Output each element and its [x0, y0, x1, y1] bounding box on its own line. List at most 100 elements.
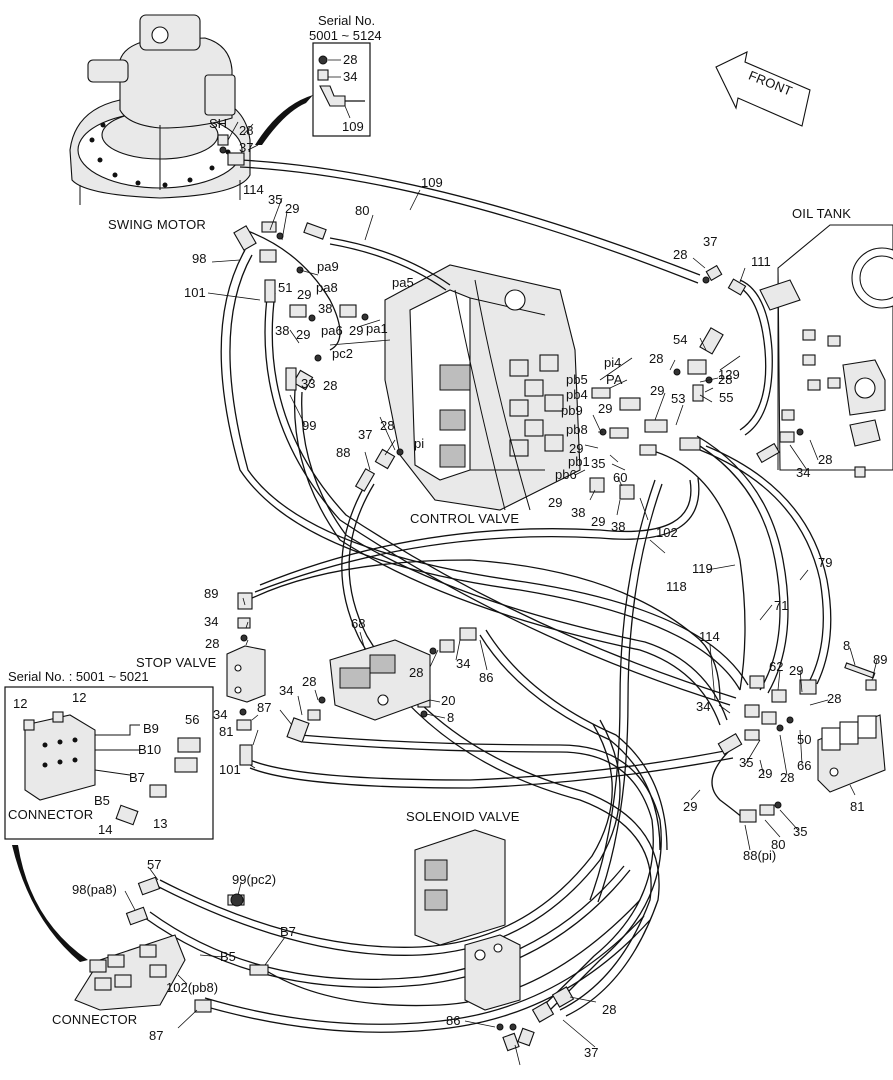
part-label: SH — [209, 116, 227, 131]
part-label: 87 — [149, 1028, 163, 1043]
part-label: 81 — [850, 799, 864, 814]
part-label: 28 — [323, 378, 337, 393]
part-label: 99 — [302, 418, 316, 433]
part-label: 66 — [797, 758, 811, 773]
part-label: 28 — [718, 372, 732, 387]
part-label: pa9 — [317, 259, 339, 274]
part-labels: SH 28 37 109 114 35 29 80 98 101 51 pa9 … — [72, 116, 887, 1060]
part-label: 29 — [591, 514, 605, 529]
front-arrow: FRONT — [715, 51, 811, 127]
part-label: 20 — [441, 693, 455, 708]
part-label: 101 — [219, 762, 241, 777]
part-label: pi4 — [604, 355, 621, 370]
serial-top-title-1: Serial No. — [318, 13, 375, 28]
part-label: 29 — [569, 441, 583, 456]
part-label: pb8 — [566, 422, 588, 437]
part-label: 114 — [699, 629, 720, 644]
part-label: 35 — [793, 824, 807, 839]
part-label: pb4 — [566, 387, 588, 402]
part-label: 62 — [769, 659, 783, 674]
part-label: 87 — [257, 700, 271, 715]
part-label: 51 — [278, 280, 292, 295]
serial-left-b10: B10 — [138, 742, 161, 757]
stop-valve-label: STOP VALVE — [136, 655, 217, 670]
part-label: 29 — [683, 799, 697, 814]
serial-left-b7: B7 — [129, 770, 145, 785]
part-label: 88 — [336, 445, 350, 460]
part-label: 28 — [780, 770, 794, 785]
part-label: 88(pi) — [743, 848, 776, 863]
oil-tank — [759, 224, 893, 478]
part-label: 102(pb8) — [166, 980, 218, 995]
part-label: 38 — [611, 519, 625, 534]
leader-lines — [124, 121, 878, 1066]
part-label: pb6 — [555, 467, 577, 482]
part-label: 89 — [873, 652, 887, 667]
valve-68 — [329, 639, 431, 721]
part-label: 29 — [296, 327, 310, 342]
part-label: 28 — [673, 247, 687, 262]
connector-bottom — [74, 934, 186, 1011]
part-label: 60 — [613, 470, 627, 485]
serial-top-label-109: 109 — [342, 119, 364, 134]
part-label: 38 — [318, 301, 332, 316]
serial-left-14: 14 — [98, 822, 112, 837]
part-label: pc2 — [332, 346, 353, 361]
part-label: pa6 — [321, 323, 343, 338]
part-label: 79 — [818, 555, 832, 570]
part-label: PA — [606, 372, 623, 387]
oil-tank-label: OIL TANK — [792, 206, 851, 221]
part-label: 37 — [703, 234, 717, 249]
serial-left-12a: 12 — [13, 696, 27, 711]
connector-bottom-label: CONNECTOR — [52, 1012, 137, 1027]
serial-box-top: Serial No. 5001 ~ 5124 28 34 109 — [255, 13, 382, 145]
part-label: 34 — [213, 707, 227, 722]
serial-left-title: Serial No. : 5001 ~ 5021 — [8, 669, 149, 684]
part-label: 71 — [774, 598, 788, 613]
serial-box-left: Serial No. : 5001 ~ 5021 12 12 56 B9 B10… — [4, 669, 214, 962]
control-valve-label: CONTROL VALVE — [410, 511, 519, 526]
part-label: 35 — [739, 755, 753, 770]
swing-motor-label: SWING MOTOR — [108, 217, 206, 232]
part-label: 80 — [355, 203, 369, 218]
part-label: 119 — [692, 561, 713, 576]
part-label: 37 — [239, 140, 253, 155]
part-label: pi — [414, 436, 424, 451]
part-label: 29 — [297, 287, 311, 302]
part-label: 34 — [796, 465, 810, 480]
hose-lines — [144, 159, 832, 1033]
serial-left-b9: B9 — [143, 721, 159, 736]
part-label: 29 — [598, 401, 612, 416]
part-label: 81 — [219, 724, 233, 739]
part-label: 89 — [204, 586, 218, 601]
part-label: 109 — [421, 175, 443, 190]
part-label: 29 — [789, 663, 803, 678]
serial-top-title-2: 5001 ~ 5124 — [309, 28, 382, 43]
part-label: 28 — [380, 418, 394, 433]
part-label: 28 — [205, 636, 219, 651]
part-label: 38 — [275, 323, 289, 338]
part-label: pb1 — [568, 454, 590, 469]
part-label: 29 — [758, 766, 772, 781]
part-label: 8 — [843, 638, 850, 653]
serial-left-b5: B5 — [94, 793, 110, 808]
part-label: 111 — [751, 254, 771, 269]
part-label: 38 — [571, 505, 585, 520]
part-label: 129 — [718, 367, 740, 382]
part-label: 114 — [243, 182, 264, 197]
part-label: 37 — [358, 427, 372, 442]
part-label: 68 — [351, 616, 365, 631]
part-label: 35 — [268, 192, 282, 207]
serial-left-12b: 12 — [72, 690, 86, 705]
part-label: pa8 — [316, 280, 338, 295]
part-label: 53 — [671, 391, 685, 406]
part-label: 28 — [827, 691, 841, 706]
serial-top-label-34: 34 — [343, 69, 357, 84]
part-label: 34 — [696, 699, 710, 714]
part-label: 54 — [673, 332, 687, 347]
part-label: pa1 — [366, 321, 388, 336]
serial-left-13: 13 — [153, 816, 167, 831]
part-label: 29 — [548, 495, 562, 510]
part-label: 98(pa8) — [72, 882, 117, 897]
